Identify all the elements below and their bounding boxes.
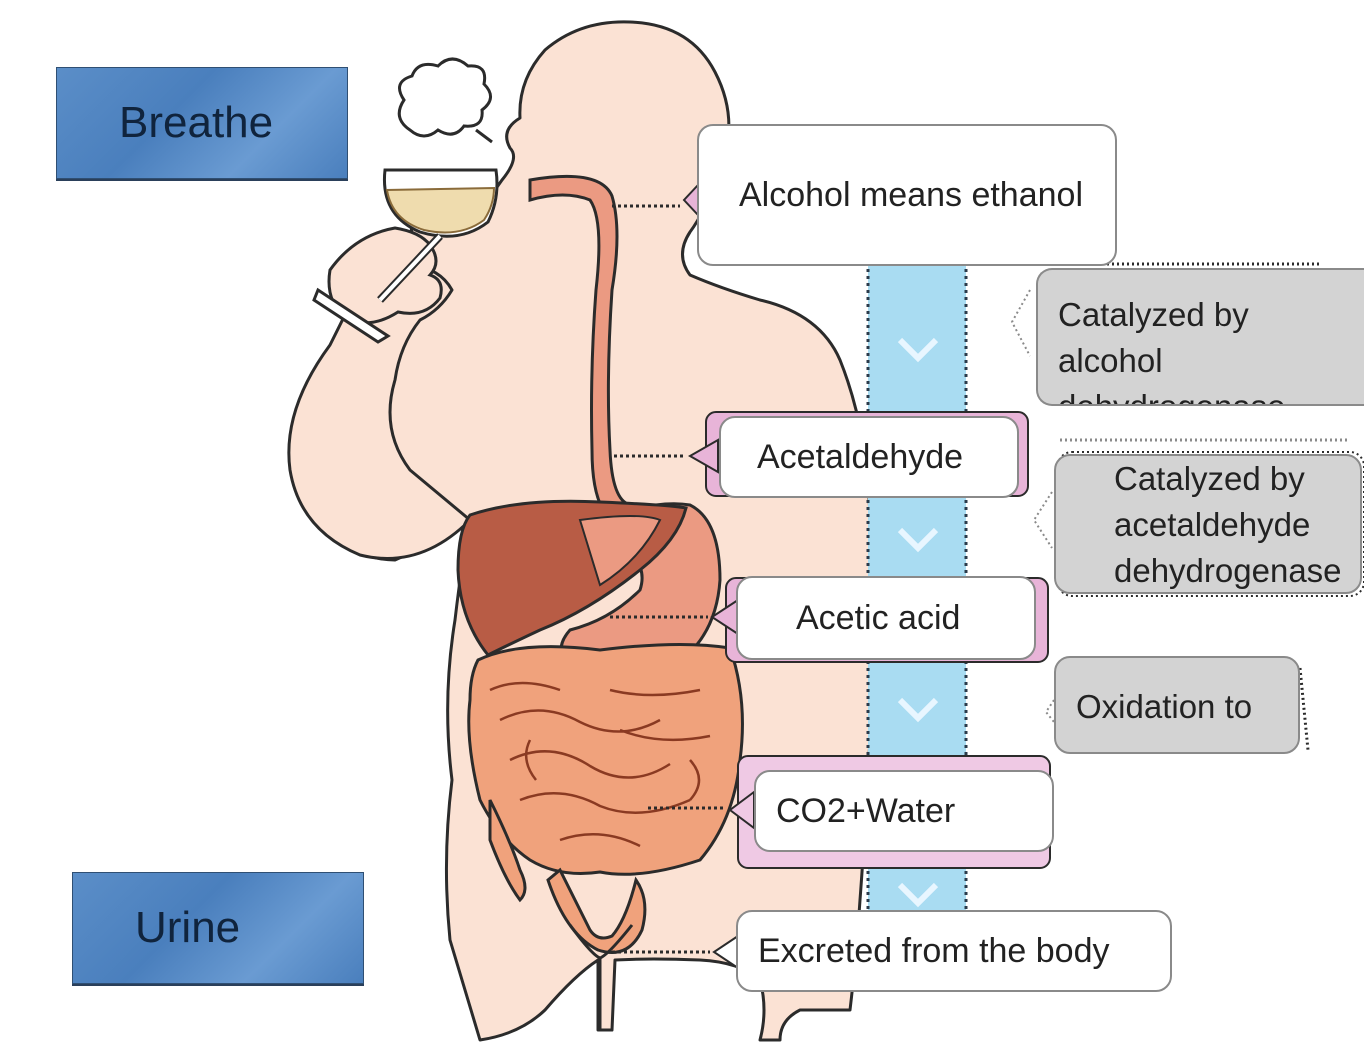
urine-label: Urine — [72, 872, 364, 984]
ethanol-box: Alcohol means ethanol — [697, 124, 1117, 266]
acetaldehyde-dehydrogenase-box: Catalyzed by acetaldehyde dehydrogenase — [1054, 454, 1362, 594]
co2-water-box: CO2+Water — [754, 770, 1054, 852]
acetaldehyde-box: Acetaldehyde — [719, 416, 1019, 498]
oxidation-box: Oxidation to — [1054, 656, 1300, 754]
vapor-cloud — [399, 59, 490, 136]
excreted-box: Excreted from the body — [736, 910, 1172, 992]
acetic-acid-box: Acetic acid — [736, 576, 1036, 660]
breathe-label: Breathe — [56, 67, 348, 179]
alcohol-dehydrogenase-box: Catalyzed by alcohol dehydrogenase — [1036, 268, 1364, 406]
